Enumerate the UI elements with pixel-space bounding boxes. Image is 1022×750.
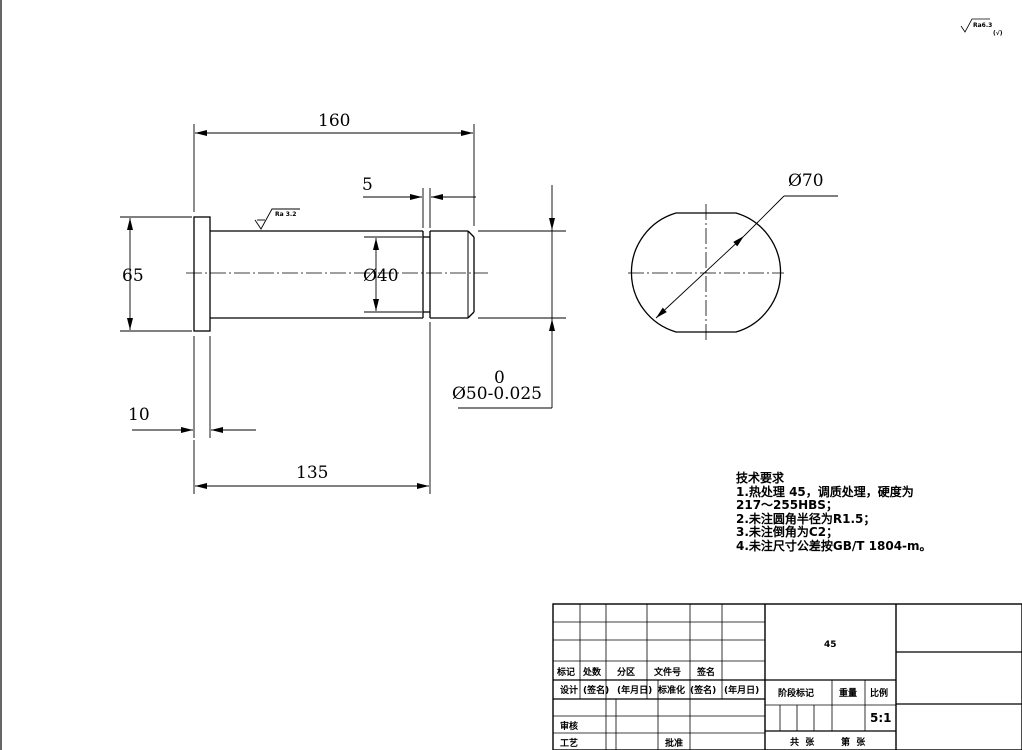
- dim-d70-label: Ø70: [788, 171, 824, 191]
- technical-requirements: 技术要求 1.热处理 45，调质处理，硬度为 217～255HBS； 2.未注圆…: [736, 471, 932, 553]
- tb-sign2: (签名): [690, 684, 716, 696]
- tb-review: 审核: [560, 720, 578, 732]
- tb-design: 设计: [560, 684, 578, 696]
- tb-scale: 5:1: [870, 711, 892, 725]
- tb-date: (年月日): [617, 684, 652, 696]
- tb-weight: 重量: [839, 687, 857, 699]
- roughness-general-icon: [960, 18, 990, 33]
- dim-d50-label: Ø50-0.025: [452, 384, 542, 404]
- flange-outline: [193, 216, 211, 332]
- tb-scale-label: 比例: [870, 687, 888, 699]
- dim-65: [120, 216, 192, 332]
- dim-d40: [364, 236, 422, 313]
- tb-standardization: 标准化: [657, 684, 685, 696]
- dim-d40-label: Ø40: [363, 266, 399, 286]
- tb-process: 工艺: [560, 737, 578, 749]
- dim-65-label: 65: [122, 266, 144, 286]
- dim-160-label: 160: [318, 111, 350, 131]
- tb-stage-mark: 阶段标记: [778, 687, 814, 699]
- dim-5: [363, 188, 476, 228]
- tb-header-docno: 文件号: [653, 666, 681, 678]
- roughness-general-label: Ra6.3: [973, 22, 992, 29]
- dim-10: [132, 336, 256, 438]
- dim-d50: [458, 185, 566, 409]
- tb-header-zone: 分区: [617, 666, 635, 678]
- dim-5-label: 5: [362, 175, 373, 195]
- dim-10-label: 10: [128, 405, 150, 425]
- tech-req-item: 217～255HBS；: [736, 498, 838, 512]
- tb-header-signature: 签名: [696, 666, 715, 678]
- tech-req-item: 2.未注圆角半径为R1.5；: [736, 511, 876, 526]
- roughness-shaft-label: Ra 3.2: [275, 211, 296, 218]
- dim-135-label: 135: [296, 463, 328, 483]
- tb-header-mark: 标记: [556, 666, 575, 678]
- pin-front-view: [193, 216, 475, 332]
- dim-135: [193, 322, 431, 494]
- tech-req-title: 技术要求: [736, 471, 785, 485]
- tb-total-sheets: 共 张: [790, 736, 815, 748]
- end-view-centerlines: [628, 204, 784, 342]
- roughness-general-suffix: (√): [993, 30, 1003, 37]
- tech-req-item: 3.未注倒角为C2；: [736, 525, 839, 539]
- title-block-material: 45: [824, 640, 837, 650]
- tb-sign: (签名): [583, 684, 609, 696]
- dim-d70: [655, 195, 838, 319]
- tb-approve: 批准: [665, 737, 683, 749]
- tech-req-item: 4.未注尺寸公差按GB/T 1804-m。: [736, 538, 932, 553]
- tb-date2: (年月日): [724, 684, 759, 696]
- title-block: [552, 603, 1022, 750]
- tech-req-item: 1.热处理 45，调质处理，硬度为: [736, 484, 914, 499]
- tb-header-count: 处数: [582, 666, 602, 678]
- pin-end-view: [630, 212, 782, 333]
- tb-sheet-no: 第 张: [841, 736, 866, 748]
- dim-d50-upper-tol: 0: [494, 368, 505, 388]
- roughness-symbol-icon: [254, 208, 300, 230]
- dim-160: [193, 124, 475, 226]
